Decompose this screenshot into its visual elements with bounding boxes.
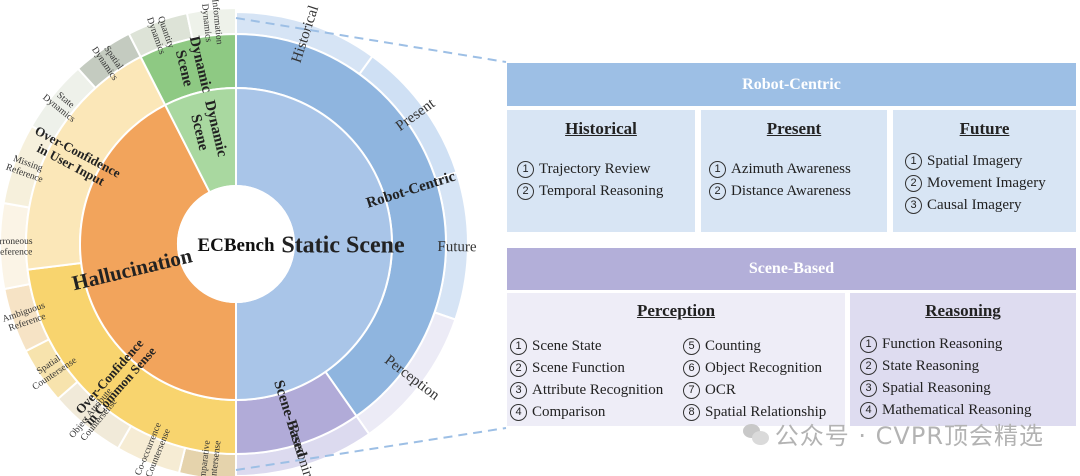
item-text: Azimuth Awareness [731, 161, 851, 177]
item-number: 3 [860, 380, 877, 397]
item-text: Object Recognition [705, 360, 823, 376]
item-text: State Reasoning [882, 358, 980, 374]
reasoning-item-3: 3 Spatial Reasoning [860, 377, 1032, 399]
perception-item-4: 4 Comparison [510, 401, 663, 423]
item-number: 8 [683, 404, 700, 421]
wheel-center-disc [177, 185, 295, 303]
item-number: 7 [683, 382, 700, 399]
scene-based-header-label: Scene-Based [748, 260, 835, 277]
inner-label-static-scene: Static Scene [281, 232, 405, 258]
robot-centric-header: Robot-Centric [507, 63, 1076, 106]
outer-label-comparative-countersense-line-1: Comparative [197, 440, 213, 476]
future-item-3: 3 Causal Imagery [905, 194, 1076, 216]
item-text: Temporal Reasoning [539, 183, 664, 199]
item-number: 2 [905, 175, 922, 192]
perception-list-left: 1 Scene State 2 Scene Function 3 Attribute … [510, 335, 663, 423]
item-number: 1 [905, 153, 922, 170]
present-item-1: 1 Azimuth Awareness [709, 158, 887, 180]
item-text: Spatial Relationship [705, 404, 827, 420]
item-number: 1 [860, 336, 877, 353]
item-text: Distance Awareness [731, 183, 851, 199]
wechat-icon [742, 424, 769, 446]
item-number: 6 [683, 360, 700, 377]
item-text: Spatial Reasoning [882, 380, 991, 396]
reasoning-item-4: 4 Mathematical Reasoning [860, 399, 1032, 421]
future-card: Future 1 Spatial Imagery 2 Movement Imager… [893, 110, 1076, 232]
connector-top-line [235, 17, 507, 63]
item-number: 2 [510, 360, 527, 377]
present-card-title: Present [766, 119, 822, 138]
item-text: Trajectory Review [539, 161, 651, 177]
item-number: 2 [860, 358, 877, 375]
scene-based-header: Scene-Based [507, 248, 1076, 290]
perception-item-8: 8 Spatial Relationship [683, 401, 826, 423]
item-text: Spatial Imagery [927, 153, 1023, 169]
reasoning-item-1: 1 Function Reasoning [860, 333, 1032, 355]
perception-item-6: 6 Object Recognition [683, 357, 826, 379]
item-text: Counting [705, 338, 761, 354]
future-item-2: 2 Movement Imagery [905, 172, 1076, 194]
ecbench-wheel: ECBench HistoricalPresentFuturePerceptio… [0, 0, 477, 476]
future-item-1: 1 Spatial Imagery [905, 150, 1076, 172]
reasoning-card: Reasoning 1 Function Reasoning 2 State Rea… [850, 293, 1076, 426]
perception-item-7: 7 OCR [683, 379, 826, 401]
perception-item-1: 1 Scene State [510, 335, 663, 357]
perception-list-right: 5 Counting 6 Object Recognition 7 OCR 8 Spat… [683, 335, 826, 423]
perception-item-5: 5 Counting [683, 335, 826, 357]
item-text: Comparison [532, 404, 606, 420]
reasoning-item-2: 2 State Reasoning [860, 355, 1032, 377]
perception-item-2: 2 Scene Function [510, 357, 663, 379]
historical-item-1: 1 Trajectory Review [517, 158, 695, 180]
reasoning-card-title: Reasoning [925, 301, 1001, 320]
item-number: 2 [709, 183, 726, 200]
perception-card: Perception 1 Scene State 2 Scene Function … [507, 293, 845, 426]
item-number: 1 [709, 161, 726, 178]
present-item-2: 2 Distance Awareness [709, 180, 887, 202]
item-number: 1 [517, 161, 534, 178]
item-text: Function Reasoning [882, 336, 1003, 352]
watermark: 公众号 · CVPR顶会精选 [742, 416, 1044, 451]
historical-card: Historical 1 Trajectory Review 2 Temporal … [507, 110, 695, 232]
item-number: 5 [683, 338, 700, 355]
item-text: Scene State [532, 338, 602, 354]
item-number: 3 [905, 197, 922, 214]
present-card: Present 1 Azimuth Awareness 2 Distance Awa… [701, 110, 887, 232]
historical-item-2: 2 Temporal Reasoning [517, 180, 695, 202]
item-number: 2 [517, 183, 534, 200]
connector-bottom-line [235, 427, 507, 471]
item-number: 4 [860, 402, 877, 419]
item-text: Causal Imagery [927, 197, 1022, 213]
item-text: Mathematical Reasoning [882, 402, 1032, 418]
watermark-text: 公众号 · CVPR顶会精选 [774, 422, 1044, 450]
perception-item-3: 3 Attribute Recognition [510, 379, 663, 401]
item-text: Attribute Recognition [532, 382, 664, 398]
perception-card-title: Perception [636, 301, 716, 320]
item-text: Scene Function [532, 360, 625, 376]
item-number: 3 [510, 382, 527, 399]
future-card-title: Future [959, 119, 1010, 138]
item-text: Movement Imagery [927, 175, 1046, 191]
robot-centric-header-label: Robot-Centric [742, 75, 841, 93]
item-number: 1 [510, 338, 527, 355]
outer-label-future: Future [437, 239, 477, 255]
historical-card-title: Historical [565, 119, 637, 138]
outer-label-erroneous-reference-line-2: Reference [0, 246, 32, 257]
outer-label-information-dynamics-line-1: Information [209, 0, 225, 45]
wheel-center-label: ECBench [197, 235, 275, 256]
item-text: OCR [705, 382, 736, 398]
item-number: 4 [510, 404, 527, 421]
outer-label-information-dynamics-line-2: Dynamics [199, 3, 213, 43]
outer-label-erroneous-reference-line-1: Erroneous [0, 237, 33, 247]
